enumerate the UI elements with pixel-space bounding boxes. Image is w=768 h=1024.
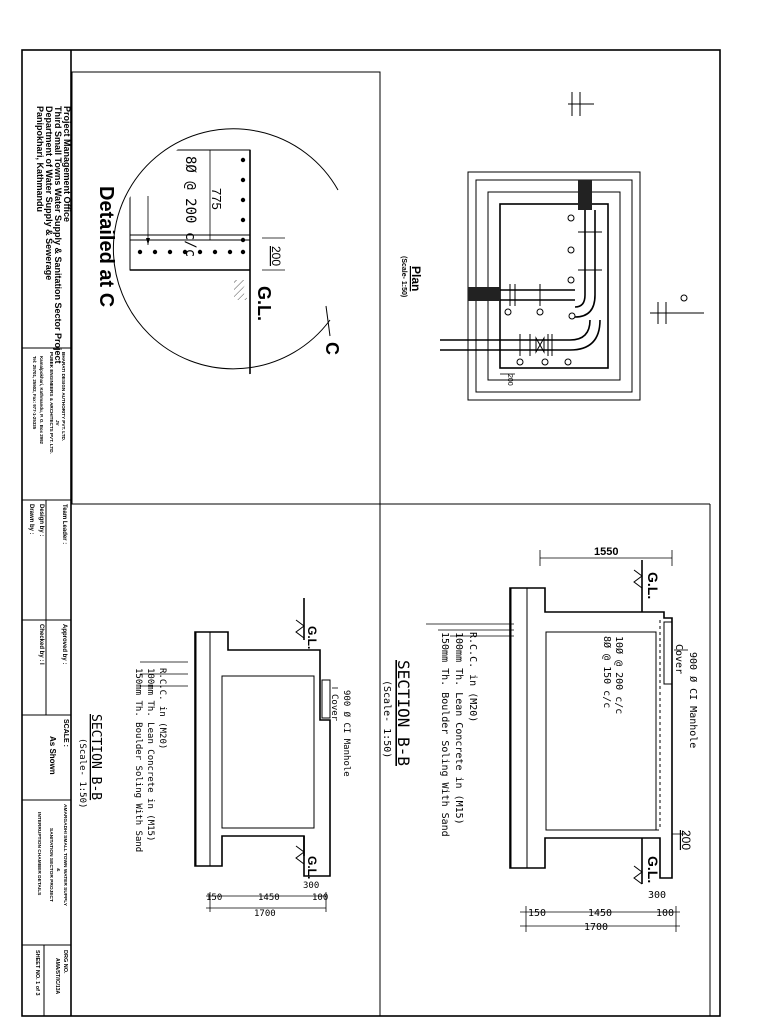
- section-large-outline: [509, 587, 673, 879]
- detail-panel-frame: [71, 71, 381, 505]
- office-address: Panipokhari, Kathmandu: [35, 106, 45, 212]
- ground-hatch: [234, 280, 248, 300]
- approved-by-label: Approved by :: [61, 624, 67, 664]
- section-large-note-2: 100mm Th. Lean Concrete in (M15): [453, 632, 464, 825]
- dim-775: 775: [209, 188, 224, 210]
- section-small-note-3: 150mm Th. Boulder Soling With Sand: [133, 668, 143, 852]
- office-name: Project Management Office: [62, 106, 72, 222]
- section-large-gl-bottom: G.L.: [645, 856, 661, 883]
- section-small: SECTION B-B (Scale- 1:50) R.C.C. in (M20…: [77, 598, 352, 919]
- section-large-title: SECTION B-B: [394, 660, 413, 766]
- title-block: Project Management Office Third Small To…: [22, 106, 72, 1016]
- boulder-soling-large: [510, 587, 528, 869]
- section-large: SECTION B-B (Scale- 1:50) R.C.C. in (M20…: [381, 546, 699, 933]
- detail-c: Detailed at C C 775 200 8Ø @ 200 c/c G.L…: [95, 128, 342, 375]
- consultant-jv: JV: [55, 420, 60, 427]
- section-small-outline: [194, 631, 331, 877]
- detail-circle: [112, 128, 339, 370]
- section-large-dim-1450: 1450: [588, 908, 612, 919]
- section-small-gl-bottom: G.L.: [305, 856, 319, 879]
- boulder-soling-small: [195, 631, 211, 867]
- drg-no-value: AMA/ST/IC/13A: [54, 958, 60, 995]
- section-small-dim-150: 150: [206, 893, 222, 903]
- sheet-border: [21, 49, 721, 1017]
- project-name-line-2: &: [55, 868, 61, 872]
- section-small-cover: Cover: [329, 694, 339, 722]
- detail-c-title: Detailed at C: [95, 186, 117, 307]
- drawing-title: INTERRUPTION CHAMBER DETAILS: [36, 812, 42, 896]
- section-small-gl-top: G.L.: [305, 626, 319, 649]
- section-small-manhole: 900 Ø CI Manhole: [341, 690, 352, 777]
- design-by-label: Design by :: [38, 504, 44, 536]
- section-large-dim-100: 100: [656, 908, 674, 919]
- checked-by-label: Checked by : I: [38, 624, 44, 665]
- section-small-scale: (Scale- 1:50): [77, 738, 87, 808]
- callout-leader: [325, 305, 331, 337]
- plan-outer-wall: [467, 171, 641, 401]
- pipe-inlet: [578, 180, 592, 210]
- plan-inner-wall: [499, 203, 609, 369]
- section-large-dim-1550: 1550: [594, 546, 618, 558]
- section-large-manhole: 900 Ø CI Manhole: [687, 652, 699, 748]
- drg-no-label: DRG NO.: [62, 950, 68, 974]
- gl-label: G.L.: [254, 286, 274, 321]
- consultant-address: Kamalpokhari, Kathmandu, P. O. Box 2992: [39, 356, 44, 445]
- dim-200: 200: [269, 246, 283, 266]
- section-small-dim-1450: 1450: [258, 893, 280, 903]
- scale-value: As Shown: [48, 736, 57, 775]
- section-small-dim-1700: 1700: [254, 909, 276, 919]
- section-large-dim-300: 300: [648, 890, 666, 901]
- section-small-dim-300: 300: [303, 881, 319, 891]
- rebar-dots: [137, 157, 246, 255]
- consultant-2: PUBEK ENGINEERS & ARCHITECTS PVT. LTD.: [49, 352, 54, 454]
- section-large-gl-top: G.L.: [645, 572, 661, 599]
- section-large-dim-200: 200: [679, 830, 693, 850]
- scale-label: SCALE :: [62, 719, 69, 747]
- section-large-note-1: R.C.C. in (M20): [467, 632, 478, 722]
- section-large-dim-150: 150: [528, 908, 546, 919]
- section-small-dim-100: 100: [312, 893, 328, 903]
- team-leader-label: Team Leader :: [61, 504, 67, 544]
- section-large-rebar-1: 10Ø @ 200 c/c: [613, 636, 625, 714]
- manhole-cover-small: [321, 679, 331, 719]
- plan-title: Plan: [409, 266, 423, 291]
- project-name-line-3: SANITATION SECTOR PROJECT: [48, 828, 54, 902]
- detail-c-callout: C: [322, 342, 342, 355]
- section-small-note-2: 100mm Th. Lean Concrete in (M15): [145, 668, 155, 841]
- drawn-by-label: Drawn by :: [28, 504, 34, 535]
- manhole-cover-large: [663, 621, 673, 685]
- consultant-contact: Tel: 25701, 25502, Fax: 977-1-25335: [32, 356, 37, 430]
- section-large-note-3: 150mm Th. Boulder Soling With Sand: [439, 632, 450, 837]
- valves: [504, 214, 602, 366]
- section-large-scale: (Scale- 1:50): [381, 680, 392, 758]
- section-large-dim-1700: 1700: [584, 922, 608, 933]
- sheet-number: SHEET NO. 1 of 3: [34, 950, 40, 996]
- section-small-note-1: R.C.C. in (M20): [157, 668, 167, 749]
- section-large-cover: Cover: [673, 644, 684, 674]
- section-small-title: SECTION B-B: [88, 714, 103, 800]
- rebar-spec: 8Ø @ 200 c/c: [182, 156, 198, 257]
- pipe-outlet: [468, 287, 500, 301]
- consultant-1: BHARATI DESIGN AUTHORITY PVT. LTD.: [61, 352, 66, 441]
- plan-scale: (Scale- 1:50): [400, 256, 407, 297]
- project-line: Third Small Towns Water Supply & Sanitat…: [53, 106, 63, 364]
- project-name-line-1: AMARGADHI SMALL TOWN WATER SUPPLY: [62, 804, 68, 907]
- plan-view: Plan (Scale- 1:50) 200: [400, 92, 704, 401]
- plan-dim-200: 200: [506, 374, 513, 386]
- section-large-rebar-2: 8Ø @ 150 c/c: [601, 636, 613, 708]
- department-name: Department of Water Supply & Sewerage: [44, 106, 54, 280]
